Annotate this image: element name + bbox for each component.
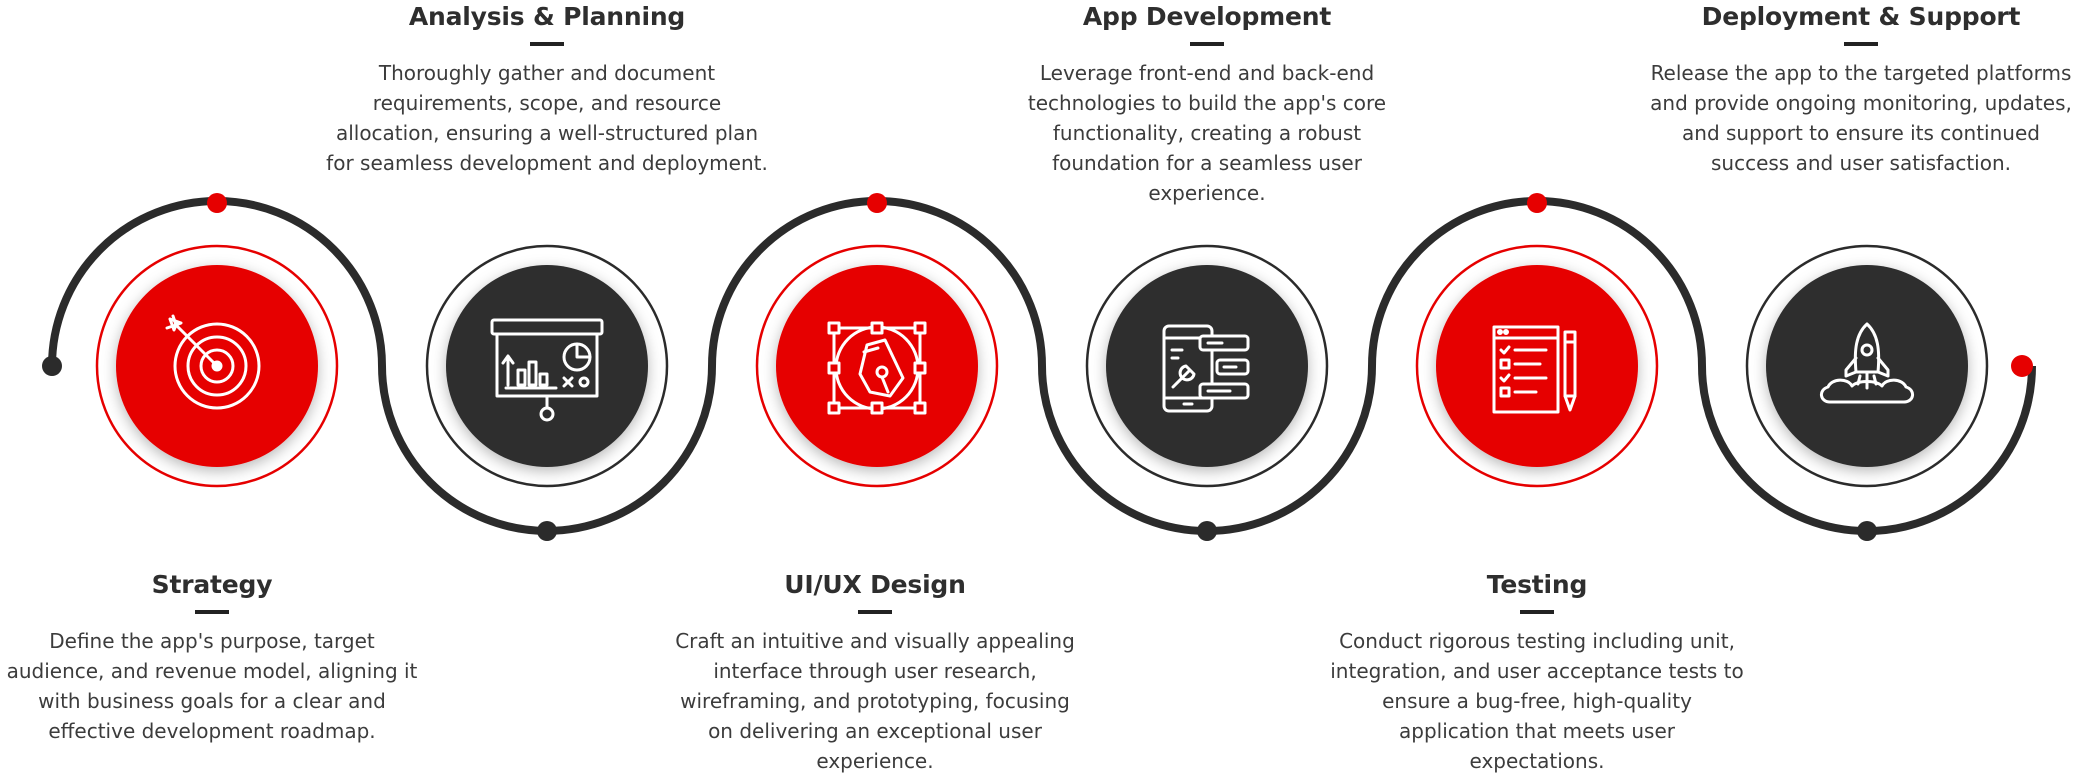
- wave-peak-dot: [1527, 193, 1547, 213]
- stage-node-app-development: [1085, 244, 1329, 488]
- stage-node-deployment-support: [1745, 244, 1989, 488]
- stage-description: Craft an intuitive and visually appealin…: [675, 629, 1075, 773]
- stage-description: Thoroughly gather and document requireme…: [326, 61, 768, 175]
- stage-description: Leverage front-end and back-end technolo…: [1027, 61, 1387, 205]
- wave-trough-dot: [1197, 521, 1217, 541]
- stage-text-ui-ux-design: UI/UX Design Craft an intuitive and visu…: [655, 568, 1095, 776]
- stage-text-deployment-support: Deployment & Support Release the app to …: [1647, 0, 2075, 178]
- track-end-dot: [2011, 355, 2033, 377]
- pen-tool-icon: [827, 321, 927, 415]
- stage-node-analysis-planning: [425, 244, 669, 488]
- wave-peak-dot: [207, 193, 227, 213]
- title-underline: [858, 610, 892, 614]
- stage-text-strategy: Strategy Define the app's purpose, targe…: [0, 568, 432, 746]
- stage-title: UI/UX Design: [784, 570, 966, 599]
- stage-title: Deployment & Support: [1701, 2, 2021, 31]
- wave-trough-dot: [1857, 521, 1877, 541]
- title-underline: [530, 42, 564, 46]
- stage-title: Analysis & Planning: [408, 2, 686, 31]
- title-underline: [195, 610, 229, 614]
- rocket-launch-icon: [1820, 322, 1914, 404]
- title-underline: [1190, 42, 1224, 46]
- checklist-icon: [1492, 325, 1577, 414]
- stage-node-testing: [1415, 244, 1659, 488]
- process-diagram: [42, 193, 2036, 541]
- stage-title: Testing: [1486, 570, 1588, 599]
- stage-text-analysis-planning: Analysis & Planning Thoroughly gather an…: [322, 0, 772, 178]
- wave-peak-dot: [867, 193, 887, 213]
- mobile-development-icon: [1162, 324, 1250, 413]
- stage-node-strategy: [95, 244, 339, 488]
- presentation-chart-icon: [490, 318, 604, 422]
- stage-node-ui-ux-design: [755, 244, 999, 488]
- target-icon: [165, 314, 261, 410]
- stage-description: Define the app's purpose, target audienc…: [6, 629, 418, 743]
- stage-description: Conduct rigorous testing including unit,…: [1330, 629, 1744, 773]
- stage-description: Release the app to the targeted platform…: [1650, 61, 2072, 175]
- wave-trough-dot: [537, 521, 557, 541]
- stage-text-app-development: App Development Leverage front-end and b…: [992, 0, 1422, 208]
- track-start-dot: [42, 356, 62, 376]
- stage-title: App Development: [1082, 2, 1332, 31]
- title-underline: [1520, 610, 1554, 614]
- wave-track: [48, 197, 2036, 535]
- title-underline: [1844, 42, 1878, 46]
- stage-title: Strategy: [151, 570, 273, 599]
